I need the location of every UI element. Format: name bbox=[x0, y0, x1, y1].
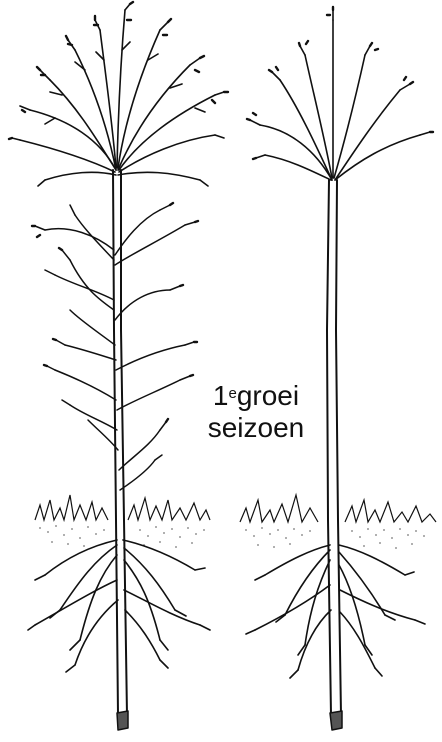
growing-season-caption: 1egroei seizoen bbox=[200, 380, 312, 444]
caption-ordinal-number: 1 bbox=[213, 380, 229, 411]
caption-line-1: 1egroei bbox=[200, 380, 312, 412]
caption-ordinal-suffix: e bbox=[228, 385, 236, 402]
caption-word-groei: groei bbox=[237, 380, 299, 411]
caption-line-2: seizoen bbox=[200, 412, 312, 444]
